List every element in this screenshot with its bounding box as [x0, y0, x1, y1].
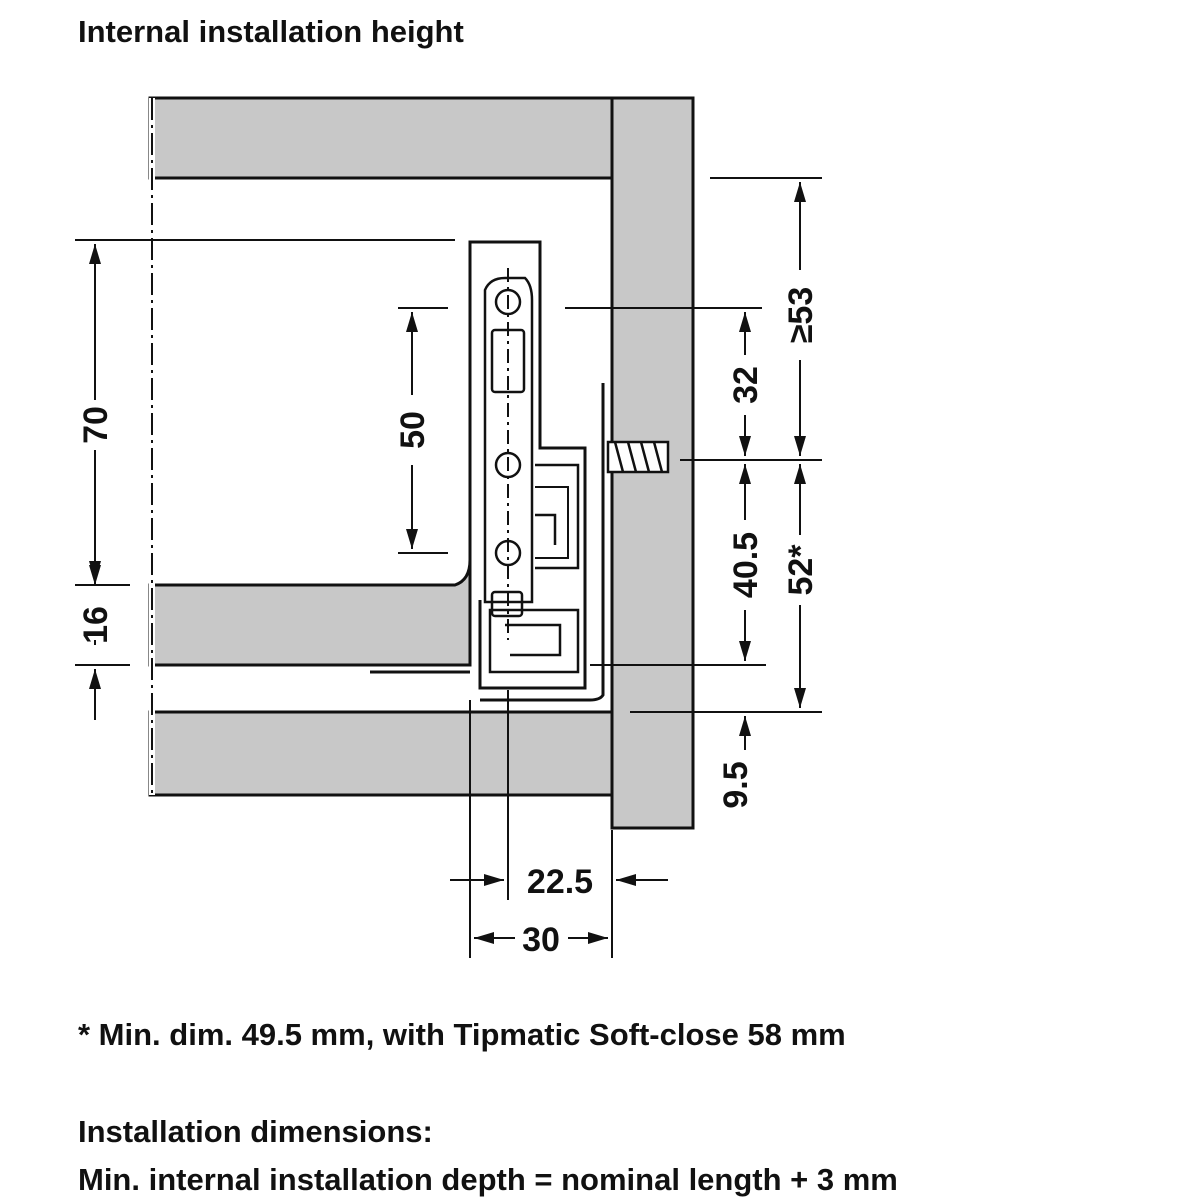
installation-depth-note: Min. internal installation depth = nomin… [78, 1162, 898, 1197]
dim-52: 52* [782, 544, 820, 596]
lower-panel [148, 710, 614, 797]
footnote: * Min. dim. 49.5 mm, with Tipmatic Soft-… [78, 1017, 846, 1052]
runner-bracket [150, 239, 605, 702]
drawing-title: Internal installation height [78, 14, 464, 49]
dim-16: 16 [77, 606, 115, 644]
dim-9-5: 9.5 [717, 761, 755, 808]
dim-40-5: 40.5 [727, 532, 765, 598]
dim-30: 30 [522, 921, 560, 959]
installation-heading: Installation dimensions: [78, 1114, 433, 1149]
dim-50: 50 [394, 411, 432, 449]
dim-53: ≥53 [782, 287, 820, 343]
screw-icon [606, 440, 670, 474]
drawer-bottom [148, 559, 472, 667]
dim-70: 70 [77, 406, 115, 444]
top-panel [148, 96, 614, 180]
dim-22-5: 22.5 [527, 863, 593, 901]
dim-32: 32 [727, 366, 765, 404]
